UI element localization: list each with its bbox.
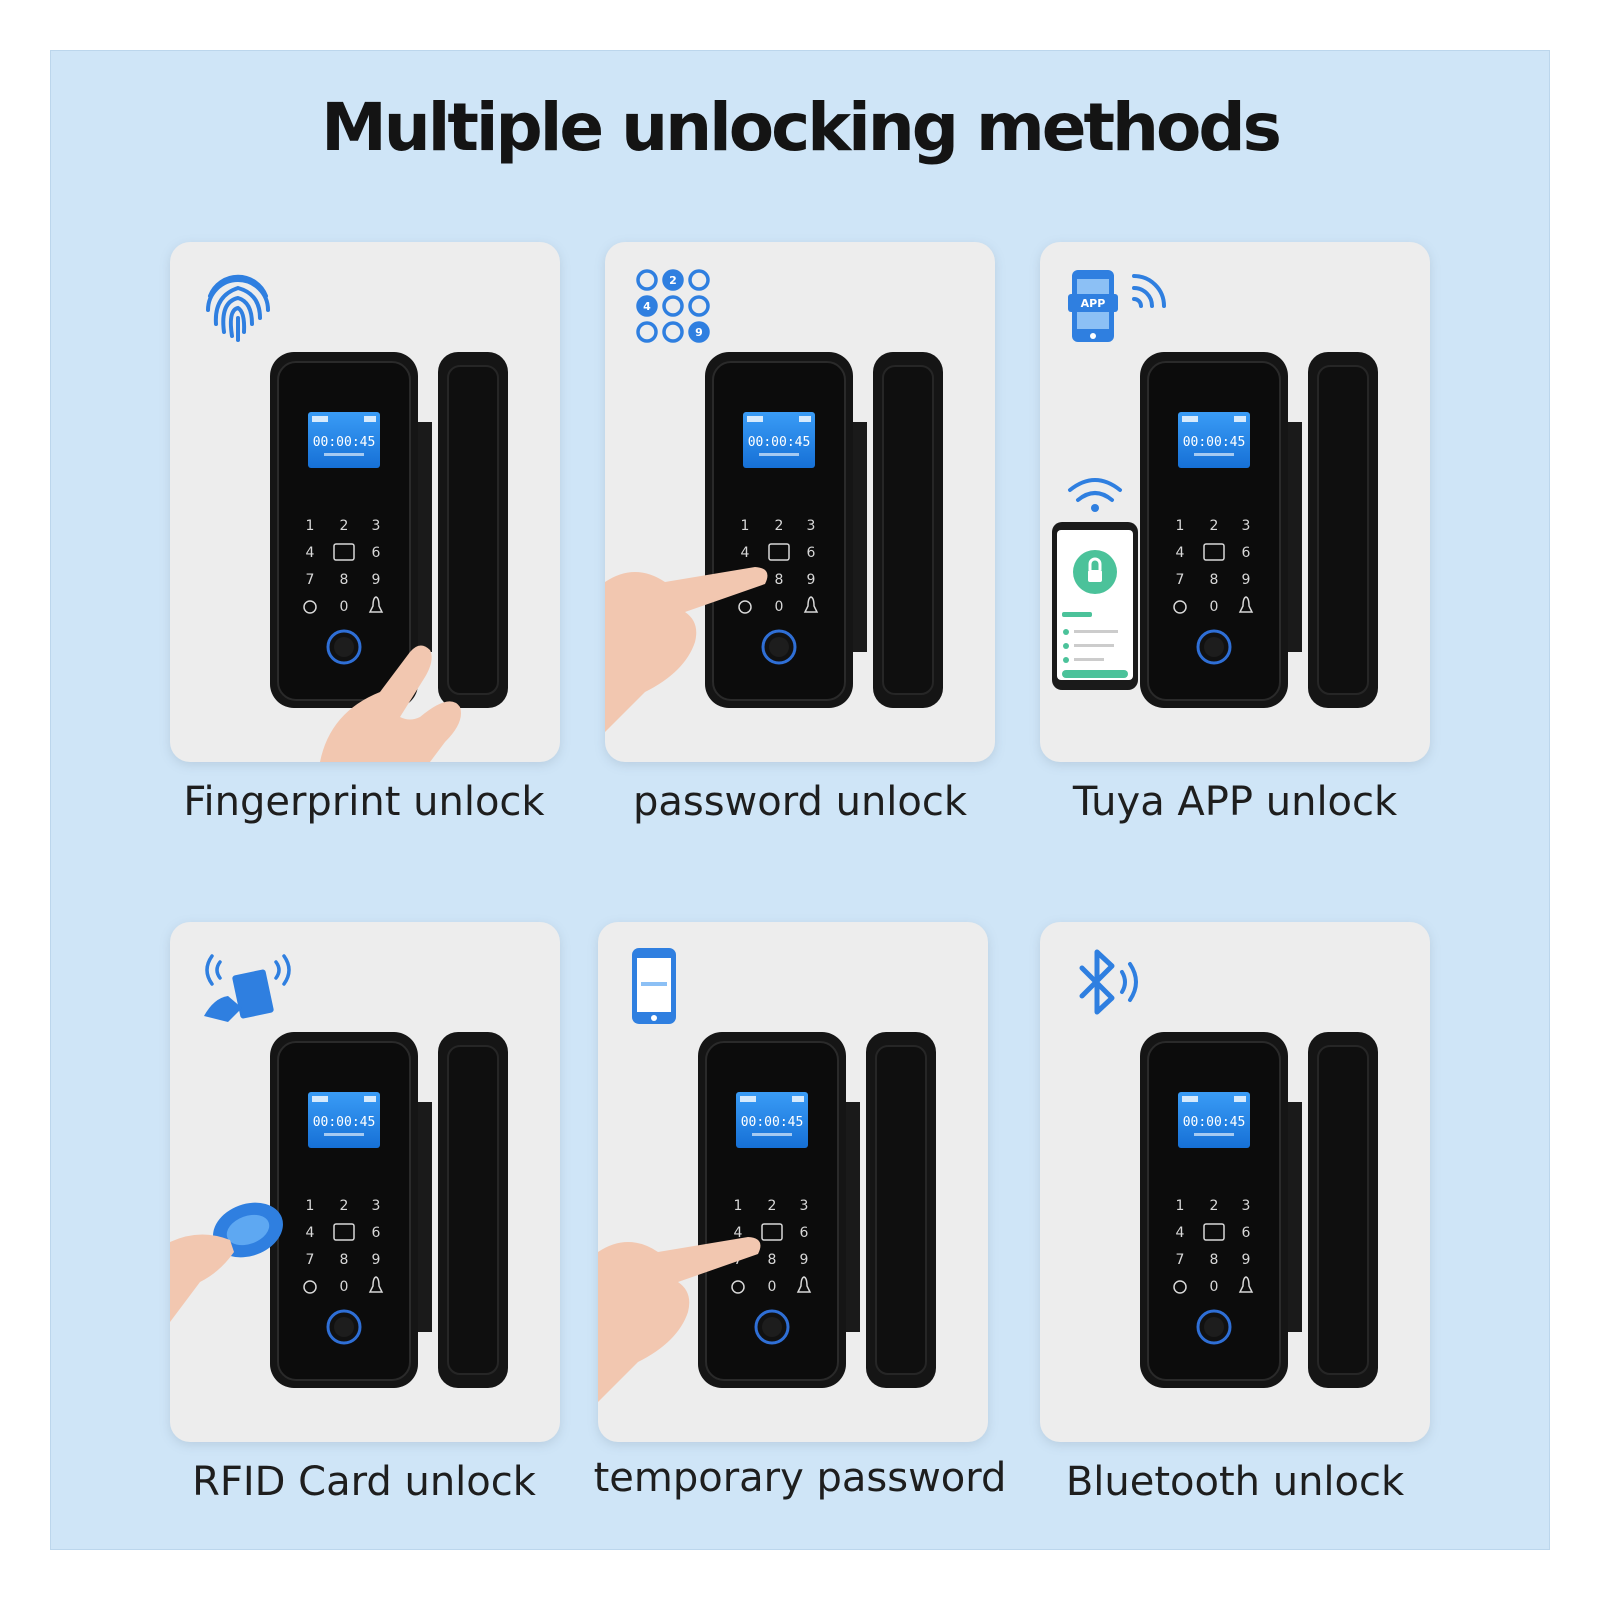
svg-text:3: 3 xyxy=(1242,1198,1251,1214)
svg-text:9: 9 xyxy=(372,572,381,588)
svg-text:6: 6 xyxy=(1242,1225,1251,1241)
card-rfid: 00:00:45 1 2 3 4 6 7 8 9 0 xyxy=(170,922,560,1442)
svg-text:6: 6 xyxy=(800,1225,809,1241)
svg-text:9: 9 xyxy=(1242,572,1251,588)
svg-text:8: 8 xyxy=(340,572,349,588)
svg-text:APP: APP xyxy=(1081,297,1106,310)
svg-text:00:00:45: 00:00:45 xyxy=(313,1115,376,1130)
svg-text:1: 1 xyxy=(741,518,750,534)
svg-text:6: 6 xyxy=(372,545,381,561)
svg-text:8: 8 xyxy=(1210,572,1219,588)
svg-text:00:00:45: 00:00:45 xyxy=(313,435,376,450)
svg-text:1: 1 xyxy=(1176,518,1185,534)
svg-text:2: 2 xyxy=(768,1198,777,1214)
svg-text:7: 7 xyxy=(306,572,315,588)
door-lock-device: 00:00:45 123 46 789 0 xyxy=(698,1032,938,1397)
svg-text:7: 7 xyxy=(306,1252,315,1268)
number-keypad-icon: 2 4 9 xyxy=(636,269,710,343)
svg-text:6: 6 xyxy=(372,1225,381,1241)
card-password: 249 00:00:45 123 46 789 0 xyxy=(605,242,995,762)
finger-press-image xyxy=(320,645,461,762)
svg-text:3: 3 xyxy=(1242,518,1251,534)
svg-text:9: 9 xyxy=(372,1252,381,1268)
caption-bluetooth: Bluetooth unlock xyxy=(1065,1459,1405,1505)
svg-text:6: 6 xyxy=(807,545,816,561)
svg-text:0: 0 xyxy=(1210,599,1219,615)
svg-text:2: 2 xyxy=(1210,518,1219,534)
svg-text:4: 4 xyxy=(1176,1225,1185,1241)
svg-text:1: 1 xyxy=(1176,1198,1185,1214)
svg-text:4: 4 xyxy=(306,1225,315,1241)
svg-text:3: 3 xyxy=(807,518,816,534)
finger-press-image xyxy=(605,567,768,732)
door-lock-device: 00:00:45 1 2 3 4 6 7 8 9 0 xyxy=(1140,1032,1380,1397)
svg-text:8: 8 xyxy=(340,1252,349,1268)
svg-text:4: 4 xyxy=(643,300,651,313)
svg-text:9: 9 xyxy=(807,572,816,588)
svg-text:00:00:45: 00:00:45 xyxy=(1183,435,1246,450)
svg-text:7: 7 xyxy=(1176,1252,1185,1268)
svg-text:8: 8 xyxy=(1210,1252,1219,1268)
svg-text:00:00:45: 00:00:45 xyxy=(748,435,811,450)
svg-text:8: 8 xyxy=(775,572,784,588)
svg-text:4: 4 xyxy=(734,1225,743,1241)
finger-press-image xyxy=(598,1237,761,1402)
svg-text:9: 9 xyxy=(1242,1252,1251,1268)
smartphone-app-image xyxy=(1052,478,1138,690)
bluetooth-icon xyxy=(1079,949,1138,1015)
svg-text:4: 4 xyxy=(741,545,750,561)
svg-text:00:00:45: 00:00:45 xyxy=(741,1115,804,1130)
card-tuya-app: APP 00:00:45 1 2 3 4 6 7 8 9 0 xyxy=(1040,242,1430,762)
svg-text:0: 0 xyxy=(340,599,349,615)
svg-text:8: 8 xyxy=(768,1252,777,1268)
svg-text:2: 2 xyxy=(669,274,677,287)
caption-tuya-app: Tuya APP unlock xyxy=(1072,779,1398,825)
svg-text:0: 0 xyxy=(340,1279,349,1295)
svg-text:3: 3 xyxy=(372,518,381,534)
svg-text:2: 2 xyxy=(775,518,784,534)
phone-app-wifi-icon: APP xyxy=(1068,270,1166,342)
door-lock-device: 00:00:45 1 2 3 4 6 7 8 9 0 xyxy=(1140,352,1380,717)
rfid-keyfob-image xyxy=(170,1202,283,1322)
svg-text:0: 0 xyxy=(1210,1279,1219,1295)
caption-rfid: RFID Card unlock xyxy=(192,1459,536,1505)
fingerprint-icon xyxy=(206,274,270,342)
svg-text:1: 1 xyxy=(734,1198,743,1214)
svg-text:7: 7 xyxy=(1176,572,1185,588)
svg-text:00:00:45: 00:00:45 xyxy=(1183,1115,1246,1130)
phone-icon xyxy=(632,948,676,1024)
svg-text:2: 2 xyxy=(340,518,349,534)
svg-text:1: 1 xyxy=(306,518,315,534)
door-lock-device: 00:00:45 123 46 789 0 xyxy=(705,352,945,717)
svg-text:2: 2 xyxy=(340,1198,349,1214)
card-temporary-password: 00:00:45 123 46 789 0 xyxy=(598,922,988,1442)
caption-fingerprint: Fingerprint unlock xyxy=(183,779,545,825)
svg-text:3: 3 xyxy=(372,1198,381,1214)
card-bluetooth: 00:00:45 1 2 3 4 6 7 8 9 0 xyxy=(1040,922,1430,1442)
svg-text:3: 3 xyxy=(800,1198,809,1214)
page-title: Multiple unlocking methods xyxy=(321,89,1282,166)
caption-temporary-password: temporary password xyxy=(593,1455,1007,1501)
svg-text:4: 4 xyxy=(1176,545,1185,561)
svg-text:1: 1 xyxy=(306,1198,315,1214)
door-lock-device: 00:00:45 1 2 3 4 6 7 8 9 0 xyxy=(270,352,510,717)
caption-password: password unlock xyxy=(632,779,968,825)
svg-text:0: 0 xyxy=(768,1279,777,1295)
rfid-card-icon xyxy=(204,954,291,1022)
svg-text:6: 6 xyxy=(1242,545,1251,561)
door-lock-device: 00:00:45 1 2 3 4 6 7 8 9 0 xyxy=(270,1032,510,1397)
card-fingerprint: 00:00:45 1 2 3 4 6 7 8 9 0 xyxy=(170,242,560,762)
svg-text:9: 9 xyxy=(800,1252,809,1268)
svg-text:0: 0 xyxy=(775,599,784,615)
svg-text:2: 2 xyxy=(1210,1198,1219,1214)
svg-text:9: 9 xyxy=(695,326,703,339)
svg-text:4: 4 xyxy=(306,545,315,561)
